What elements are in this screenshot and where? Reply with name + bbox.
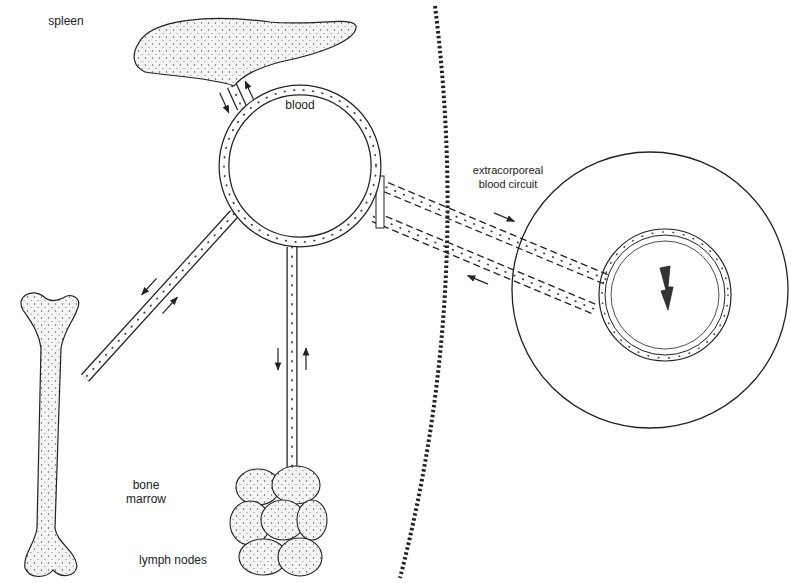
lymph-lobes (230, 466, 327, 576)
node-label: extracorporeal blood circuit (466, 163, 550, 191)
circuit-drum (512, 152, 788, 428)
node-label: bone marrow (115, 478, 177, 506)
flow-arrow (305, 348, 306, 370)
flow-arrow (162, 297, 177, 313)
flow-arrow (220, 93, 229, 113)
femur-outline (21, 293, 79, 577)
node-label: blood (218, 98, 382, 112)
spleen-outline (134, 18, 356, 86)
flow-arrow (494, 213, 514, 222)
flow-arrow (245, 81, 254, 101)
flow-arrow (142, 278, 157, 294)
node-label: spleen (36, 14, 96, 28)
node-shape (5, 288, 100, 580)
flow-arrow (468, 276, 488, 285)
node-shape (510, 150, 790, 430)
vessel-tube (85, 214, 234, 378)
flow-arrow (277, 348, 278, 370)
blood-ring (224, 90, 376, 242)
vessel-tube (278, 247, 306, 471)
blood-circle: blood (218, 84, 382, 248)
extracorporeal-circuit: extracorporeal blood circuit (510, 150, 790, 430)
spleen-organ: spleen (130, 14, 358, 92)
vessel-tube (372, 176, 610, 314)
body-boundary (400, 6, 448, 578)
lymph-node-cluster: lymph nodes (228, 465, 328, 580)
node-label: lymph nodes (128, 553, 218, 567)
node-shape (130, 14, 358, 92)
bone-femur: bone marrow (5, 288, 100, 580)
node-shape (228, 465, 328, 580)
